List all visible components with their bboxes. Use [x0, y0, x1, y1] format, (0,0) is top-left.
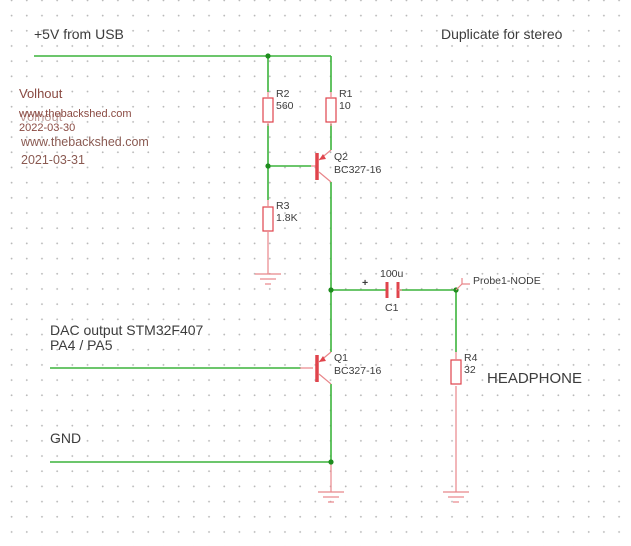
r1-ref: R1 [339, 88, 353, 100]
q1-ref: Q1 [334, 352, 349, 364]
ground-label: GND [50, 430, 82, 446]
ground-symbol-q1 [318, 491, 344, 503]
r2-ref: R2 [276, 88, 290, 100]
c1-polarity-mark: + [362, 277, 369, 289]
r3-ref: R3 [276, 200, 290, 212]
watermark-date-1: 2022-03-30 [19, 122, 76, 134]
watermark-date-2: 2021-03-31 [21, 153, 85, 167]
q2-value: BC327-16 [334, 164, 382, 176]
transistor-q2-symbol [311, 149, 332, 183]
watermark-url-2: www.thebackshed.com [21, 135, 149, 149]
ground-symbol-r4 [443, 491, 469, 503]
r3-value: 1.8K [276, 212, 298, 224]
stereo-note: Duplicate for stereo [441, 26, 563, 42]
r1-value: 10 [339, 100, 351, 112]
input-label: DAC output STM32F407 [50, 322, 204, 338]
wires [34, 55, 457, 463]
ground-symbol-r3 [255, 273, 281, 285]
resistor-r1-body [325, 97, 337, 123]
junction-dot [265, 163, 271, 169]
watermark-author: Volhout [19, 86, 63, 101]
junction-dot [265, 53, 271, 59]
supply-label: +5V from USB [34, 26, 124, 42]
input-pins-label: PA4 / PA5 [50, 337, 113, 353]
watermark-ghost: Volhout [19, 109, 63, 124]
r4-ref: R4 [464, 352, 478, 364]
probe-marker [455, 278, 470, 291]
watermark-url-1: www.thebackshed.com [19, 108, 132, 120]
junction-dot [328, 459, 334, 465]
q2-ref: Q2 [334, 151, 349, 163]
junction-dot [328, 287, 334, 293]
r2-value: 560 [276, 100, 294, 112]
r4-value: 32 [464, 364, 476, 376]
resistor-r4-body [450, 359, 462, 385]
load-label: HEADPHONE [487, 370, 583, 387]
transistor-q1-symbol [315, 351, 332, 385]
resistor-r2-body [262, 97, 274, 123]
c1-value: 100u [380, 268, 404, 280]
capacitor-c1-symbol [385, 282, 402, 298]
resistor-r3-body [262, 206, 274, 232]
c1-ref: C1 [385, 302, 399, 314]
q1-value: BC327-16 [334, 365, 382, 377]
probe-label: Probe1-NODE [473, 275, 541, 287]
